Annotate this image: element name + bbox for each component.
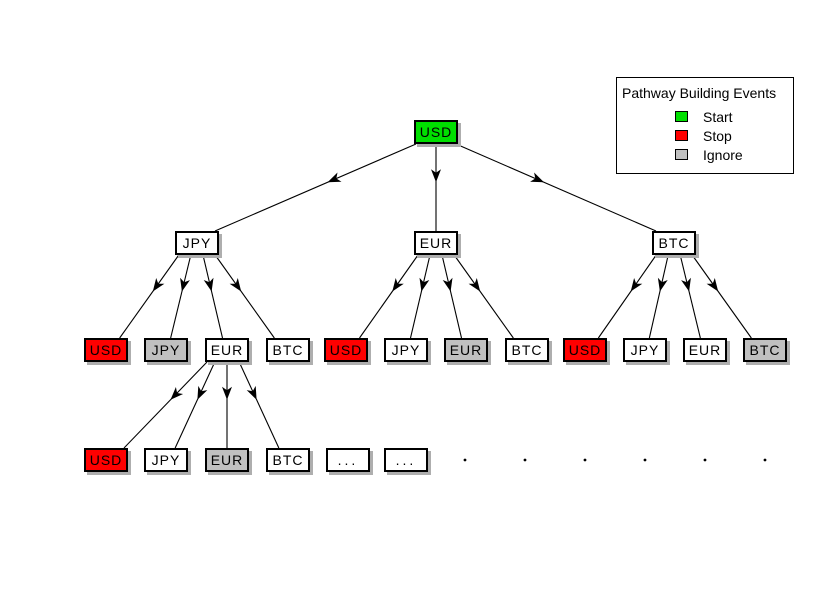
node-label: BTC <box>272 342 304 358</box>
ignore-swatch <box>675 149 688 160</box>
node-eur: EUR <box>683 338 727 362</box>
node-usd: USD <box>84 338 128 362</box>
edge-line <box>453 254 514 339</box>
edge-arrowhead <box>681 277 691 292</box>
edge-arrowhead <box>442 277 453 292</box>
node-label: EUR <box>210 342 244 358</box>
edge-arrowhead <box>630 278 643 292</box>
edge-line <box>202 254 224 339</box>
node-label: USD <box>329 342 363 358</box>
continuation-dot <box>643 458 647 462</box>
edge-line <box>174 361 216 449</box>
edge-line <box>359 254 419 339</box>
node-label: USD <box>419 124 453 140</box>
legend-item-start: Start <box>675 107 793 126</box>
node-usd: USD <box>84 448 128 472</box>
node-label: JPY <box>391 342 421 358</box>
edge-arrowhead <box>180 277 190 292</box>
node-label: USD <box>89 452 123 468</box>
node-label: JPY <box>151 452 181 468</box>
edge-line <box>455 143 657 232</box>
stop-swatch <box>675 130 688 141</box>
node-label: BTC <box>658 235 690 251</box>
legend-item-stop: Stop <box>675 126 793 145</box>
node-usd: USD <box>414 120 458 144</box>
continuation-dot <box>703 458 707 462</box>
edge-arrowhead <box>431 169 441 183</box>
edge-arrowhead <box>203 277 214 292</box>
node-jpy: JPY <box>384 338 428 362</box>
continuation-dot <box>763 458 767 462</box>
edge-arrowhead <box>706 278 719 292</box>
edge-line <box>123 361 208 449</box>
edge-arrowhead <box>392 278 404 292</box>
continuation-dot <box>583 458 587 462</box>
node-btc: BTC <box>652 231 696 255</box>
edge-line <box>214 254 275 339</box>
node-label: ... <box>395 452 417 468</box>
node-label: JPY <box>151 342 181 358</box>
edge-line <box>170 254 192 339</box>
node-label: BTC <box>511 342 543 358</box>
node-label: USD <box>89 342 123 358</box>
continuation-dot <box>463 458 467 462</box>
node-jpy: JPY <box>175 231 219 255</box>
node-jpy: JPY <box>144 448 188 472</box>
legend-item-label: Start <box>703 108 733 125</box>
node-btc: BTC <box>266 338 310 362</box>
edge-line <box>679 254 701 339</box>
node-label: BTC <box>749 342 781 358</box>
start-swatch <box>675 111 688 122</box>
node-btc: BTC <box>743 338 787 362</box>
node-label: JPY <box>182 235 212 251</box>
node-label: EUR <box>210 452 244 468</box>
edge-arrowhead <box>530 172 544 183</box>
node-usd: USD <box>324 338 368 362</box>
legend-item-ignore: Ignore <box>675 145 793 164</box>
edge-arrowhead <box>170 387 184 400</box>
edge-line <box>597 254 657 339</box>
edge-arrowhead <box>327 172 342 183</box>
node-label: EUR <box>419 235 453 251</box>
edge-arrowhead <box>468 278 481 292</box>
node-label: EUR <box>688 342 722 358</box>
edge-line <box>238 361 280 449</box>
edge-arrowhead <box>657 277 668 292</box>
edge-arrowhead <box>197 385 208 400</box>
edge-line <box>441 254 463 339</box>
edge-arrowhead <box>222 386 232 400</box>
node-ellipsis: ... <box>384 448 428 472</box>
node-label: ... <box>337 452 359 468</box>
edge-arrowhead <box>152 278 165 292</box>
node-eur: EUR <box>444 338 488 362</box>
node-label: BTC <box>272 452 304 468</box>
node-label: EUR <box>449 342 483 358</box>
node-label: USD <box>568 342 602 358</box>
edge-line <box>648 254 669 339</box>
node-label: JPY <box>630 342 660 358</box>
node-ellipsis: ... <box>326 448 370 472</box>
edge-line <box>691 254 752 339</box>
edge-arrowhead <box>419 277 430 292</box>
edge-line <box>214 143 417 232</box>
node-usd: USD <box>563 338 607 362</box>
node-btc: BTC <box>266 448 310 472</box>
node-btc: BTC <box>505 338 549 362</box>
legend-title: Pathway Building Events <box>622 85 777 101</box>
legend-item-label: Ignore <box>703 146 743 163</box>
continuation-dot <box>523 458 527 462</box>
node-jpy: JPY <box>623 338 667 362</box>
node-eur: EUR <box>205 448 249 472</box>
edge-arrowhead <box>229 278 242 292</box>
node-eur: EUR <box>414 231 458 255</box>
legend-item-label: Stop <box>703 127 732 144</box>
edge-line <box>409 254 431 339</box>
node-eur: EUR <box>205 338 249 362</box>
edge-line <box>119 254 180 339</box>
node-jpy: JPY <box>144 338 188 362</box>
edge-arrowhead <box>246 385 257 400</box>
